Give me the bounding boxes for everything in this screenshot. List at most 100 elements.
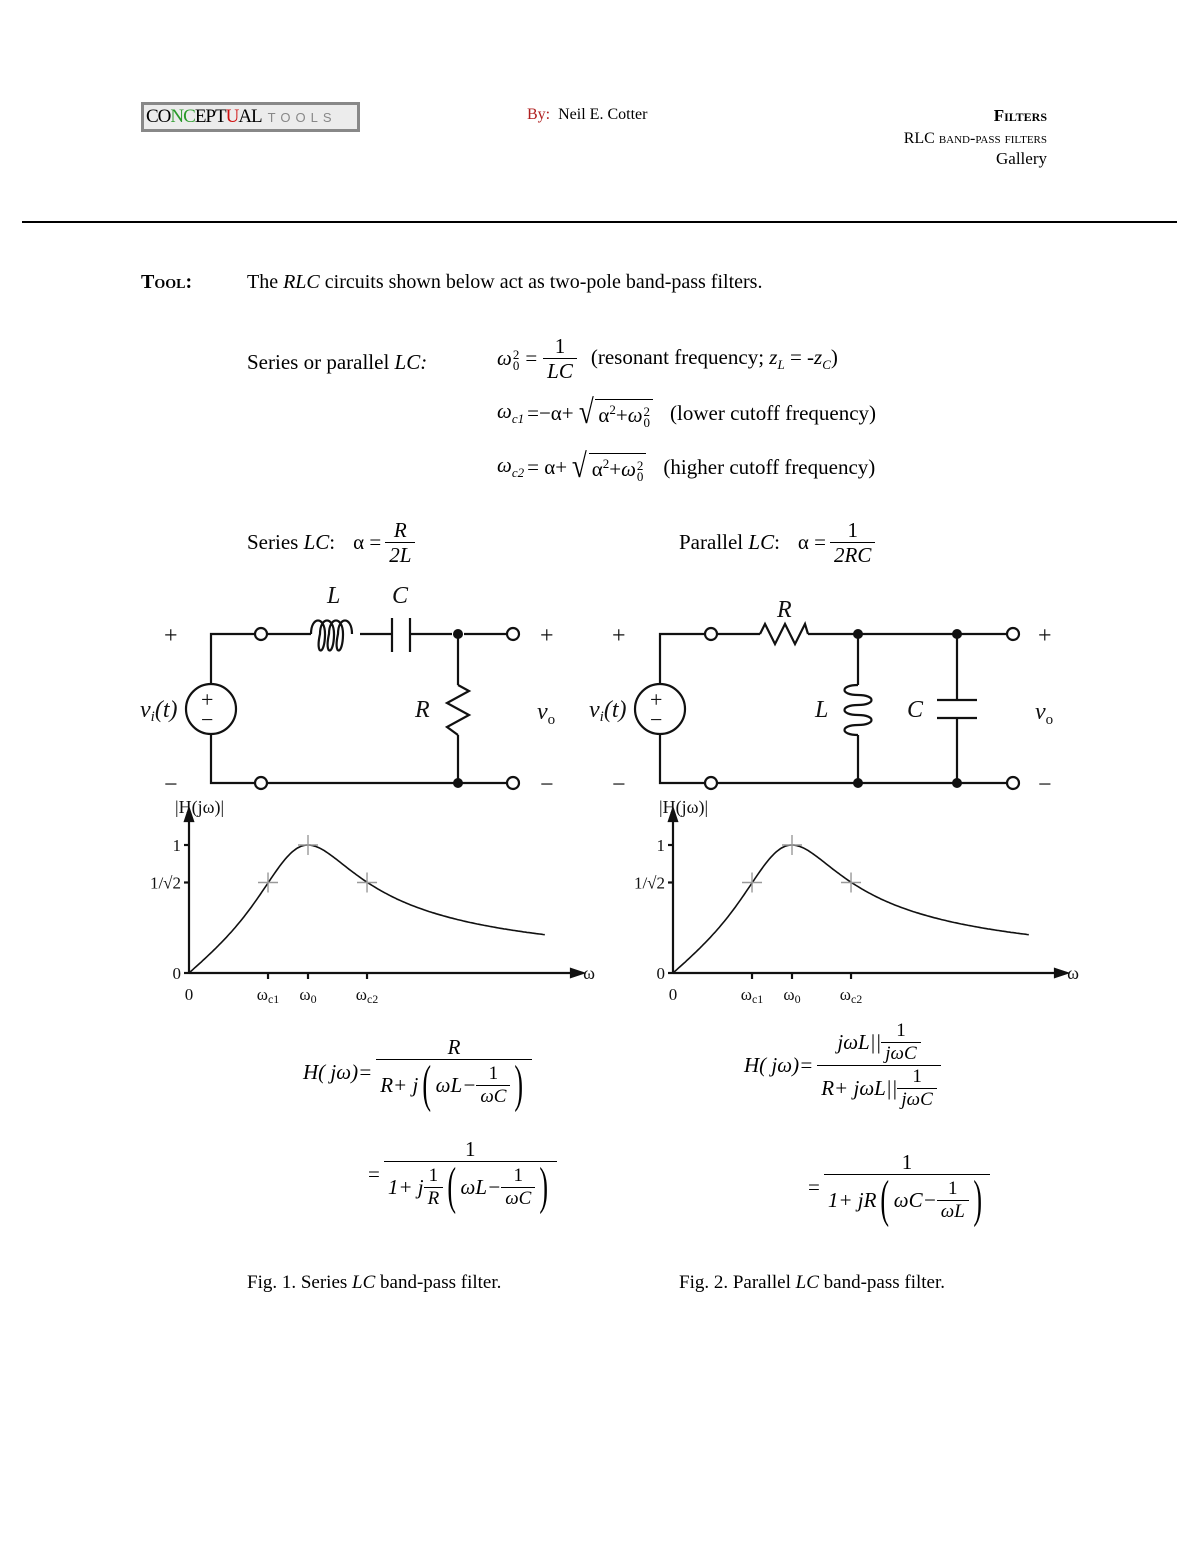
header-rule [22,221,1177,223]
symbol: 2 [636,458,644,473]
symbol: ω [627,402,643,427]
text: (lower cutoff frequency) [670,400,877,425]
parallel-lc-circuit: + − + − + − vi(t) R L C vo [589,597,1053,798]
text: Series or parallel [247,350,395,374]
y-tick-label: 0 [657,964,666,983]
inductor-label: L [814,697,828,723]
symbol: 2 [512,347,520,363]
symbol: 2 [643,404,651,419]
byline: By: Neil E. Cotter [527,106,647,124]
source-plus: + [201,687,213,712]
x-tick-label: ωc2 [840,985,863,1006]
symbol: =−α+ [527,400,574,425]
node [453,778,463,788]
symbol: R+ jωL|| [821,1075,898,1100]
denominator: R [427,1187,440,1209]
vo-label: vo [1035,699,1053,728]
symbol: = [368,1162,380,1187]
denominator: 2RC [834,543,872,568]
denominator: LC [547,359,573,384]
y-tick-label: 1/√2 [150,873,181,892]
doc-title: Filters [993,106,1047,125]
denominator: 2L [389,543,412,568]
symbol: ) [830,344,838,369]
symbol: = - [784,344,815,369]
text: (resonant frequency; [590,344,770,369]
numerator: 1 [881,1020,921,1043]
vi-label: vi(t) [589,697,626,725]
logo-text: CO [146,106,171,127]
numerator: 1 [423,1165,444,1188]
y-axis-arrow [667,805,679,823]
terminal [253,626,269,642]
inductor-symbol [309,619,354,652]
capacitor-label: C [392,583,409,609]
resistor-symbol [444,684,472,736]
denominator: jωC [901,1088,933,1110]
voltage-source-symbol [633,682,687,736]
by-label: By: [527,106,551,123]
symbol: 0 [643,415,651,430]
symbol: H( jω)= [744,1052,814,1077]
symbol: α = [353,530,382,555]
tool-description: The RLC circuits shown below act as two-… [247,271,762,294]
x-tick-label: ωc1 [741,985,764,1006]
text: (higher cutoff frequency) [663,454,876,479]
resistor-label: R [776,597,792,623]
symbol: R+ j [380,1073,419,1098]
voltage-source-symbol [184,682,238,736]
x-tick-label: ω0 [299,985,316,1006]
text: Parallel [679,530,749,555]
text: : [329,530,336,555]
doc-subtitle: RLC band-pass filters [904,128,1047,150]
capacitor-label: C [907,697,924,723]
doc-section: Gallery [996,149,1047,168]
symbol: C [822,356,831,372]
plus-sign: + [1038,623,1052,649]
figure-2-caption: Fig. 2. Parallel LC band-pass filter. [679,1272,945,1294]
data-marker [841,872,862,893]
symbol: ω [497,346,512,371]
denominator: ωL [940,1200,965,1222]
capacitor-symbol [390,618,412,652]
node [952,629,962,639]
denominator: jωC [885,1042,917,1064]
symbol: 1+ jR [827,1188,877,1213]
numerator: 1 [823,1150,991,1176]
text: band-pass filter. [375,1272,502,1293]
x-axis-label: ω [1067,963,1079,983]
inductor-symbol [843,683,873,737]
denominator: ωC [480,1085,507,1107]
symbol: α [591,456,603,481]
y-tick-label: 1 [657,836,666,855]
wires [209,632,507,785]
numerator: 1 [936,1178,969,1201]
resistor-label: R [414,697,430,723]
source-minus: − [201,707,213,732]
text: : [420,350,428,374]
vi-label: vi(t) [140,697,177,725]
denominator: ωC [505,1187,532,1209]
symbol: c2 [511,465,525,481]
symbol: 0 [512,358,520,374]
figure-1-caption: Fig. 1. Series LC band-pass filter. [247,1272,501,1294]
text: LC [303,530,330,555]
node [853,778,863,788]
terminal [703,775,719,791]
y-tick-label: 0 [173,964,182,983]
terminal [505,626,521,642]
vo-label: vo [537,699,555,728]
y-axis-arrow [183,805,195,823]
text: Series [247,530,304,555]
node [853,629,863,639]
